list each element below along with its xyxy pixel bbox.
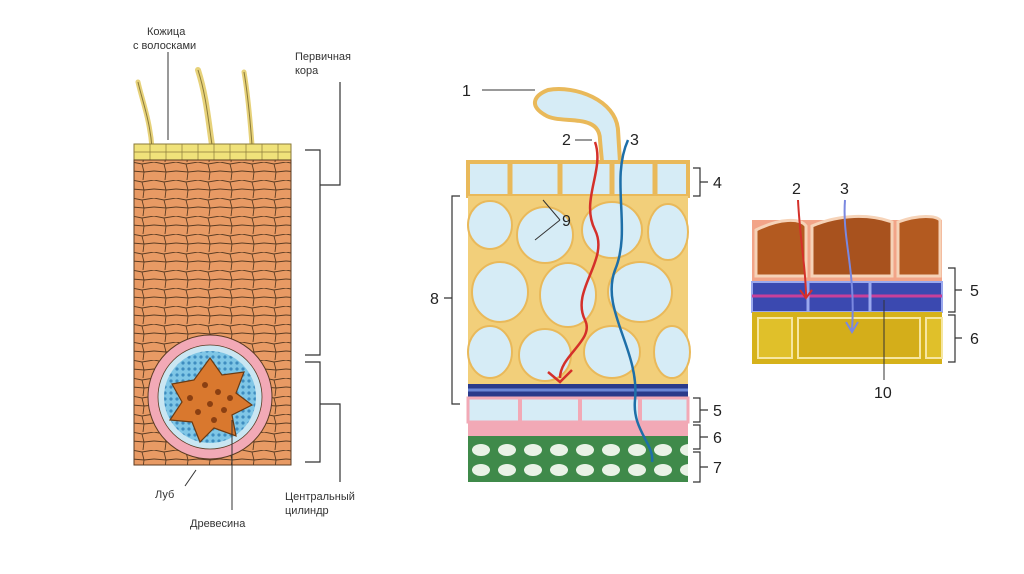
vessel-layer <box>468 436 688 482</box>
right-label-3: 3 <box>840 181 849 198</box>
pericycle-cell-2 <box>798 318 920 358</box>
right-figure: 2 3 5 6 10 <box>752 181 979 402</box>
root-hair <box>535 89 620 162</box>
pericycle-cell-3 <box>926 318 942 358</box>
label-cortex: Первичная <box>295 51 351 63</box>
label-central-cylinder-line2: цилиндр <box>285 505 329 517</box>
pericycle-cell-1 <box>758 318 792 358</box>
right-label-2: 2 <box>792 181 801 198</box>
label-phloem: Луб <box>155 489 174 501</box>
right-label-5: 5 <box>970 283 979 300</box>
cylinder-bracket <box>305 362 340 482</box>
cortex-cell-1 <box>756 220 806 276</box>
cortex-cell-3 <box>898 217 940 277</box>
right-label-6: 6 <box>970 331 979 348</box>
cortex-bracket <box>305 82 340 355</box>
middle-label-5: 5 <box>713 403 722 420</box>
left-figure: Кожица с волосками Первичная кора Луб Др… <box>133 26 355 530</box>
middle-label-1: 1 <box>462 83 471 100</box>
middle-label-6: 6 <box>713 430 722 447</box>
label-central-cylinder: Центральный <box>285 491 355 503</box>
middle-label-8: 8 <box>430 291 439 308</box>
middle-figure: 1 2 3 4 5 6 7 8 9 <box>430 83 722 482</box>
middle-label-2: 2 <box>562 132 571 149</box>
middle-label-7: 7 <box>713 460 722 477</box>
label-xylem: Древесина <box>190 518 246 530</box>
right-label-10: 10 <box>874 385 892 402</box>
cortex-cell-2 <box>812 216 892 276</box>
label-epidermis-line2: с волосками <box>133 40 196 52</box>
label-epidermis: Кожица <box>147 26 186 38</box>
middle-label-3: 3 <box>630 132 639 149</box>
label-cortex-line2: кора <box>295 65 319 77</box>
middle-label-9: 9 <box>562 213 571 230</box>
middle-label-4: 4 <box>713 175 722 192</box>
